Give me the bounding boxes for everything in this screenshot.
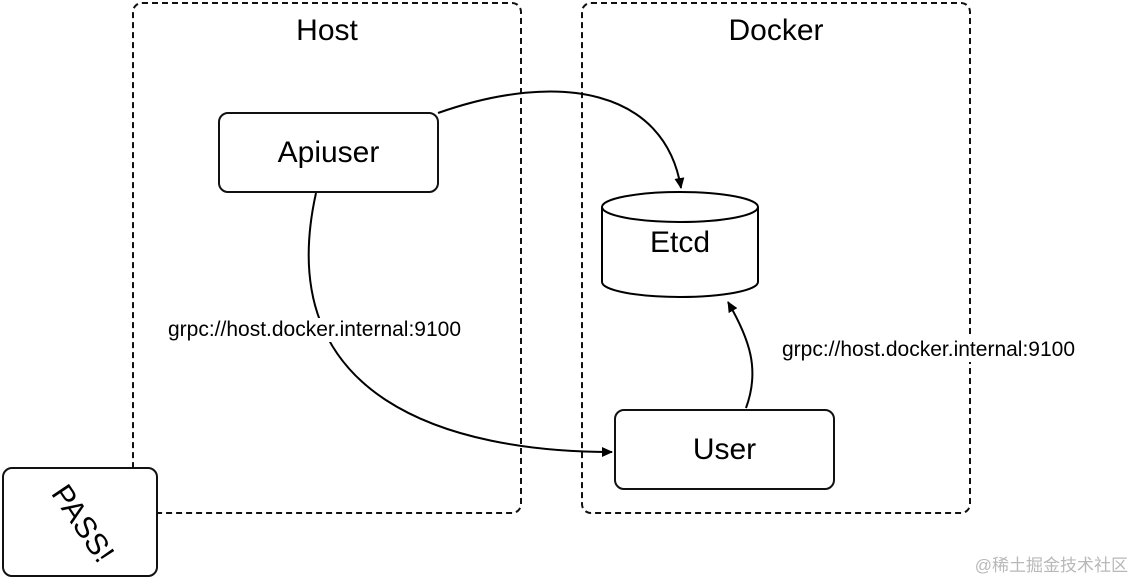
pass-badge: PASS! [2,467,158,577]
pass-badge-text: PASS! [44,478,121,569]
docker-group-title: Docker [728,14,824,47]
edge-user-to-etcd [727,301,754,409]
edge-apiuser-to-user [307,192,613,457]
user-node: User [614,409,835,490]
edge-label-apiuser-to-user: grpc://host.docker.internal:9100 [168,318,462,342]
etcd-node-label: Etcd [649,226,711,259]
docker-group: Docker [581,2,971,514]
etcd-database-icon [601,191,759,298]
host-group-title: Host [296,14,358,47]
edge-label-user-to-etcd: grpc://host.docker.internal:9100 [782,338,1076,362]
host-group: Host [132,2,522,514]
apiuser-node: Apiuser [218,112,439,193]
edge-apiuser-to-etcd [437,90,685,189]
watermark: @稀土掘金技术社区 [974,556,1128,575]
